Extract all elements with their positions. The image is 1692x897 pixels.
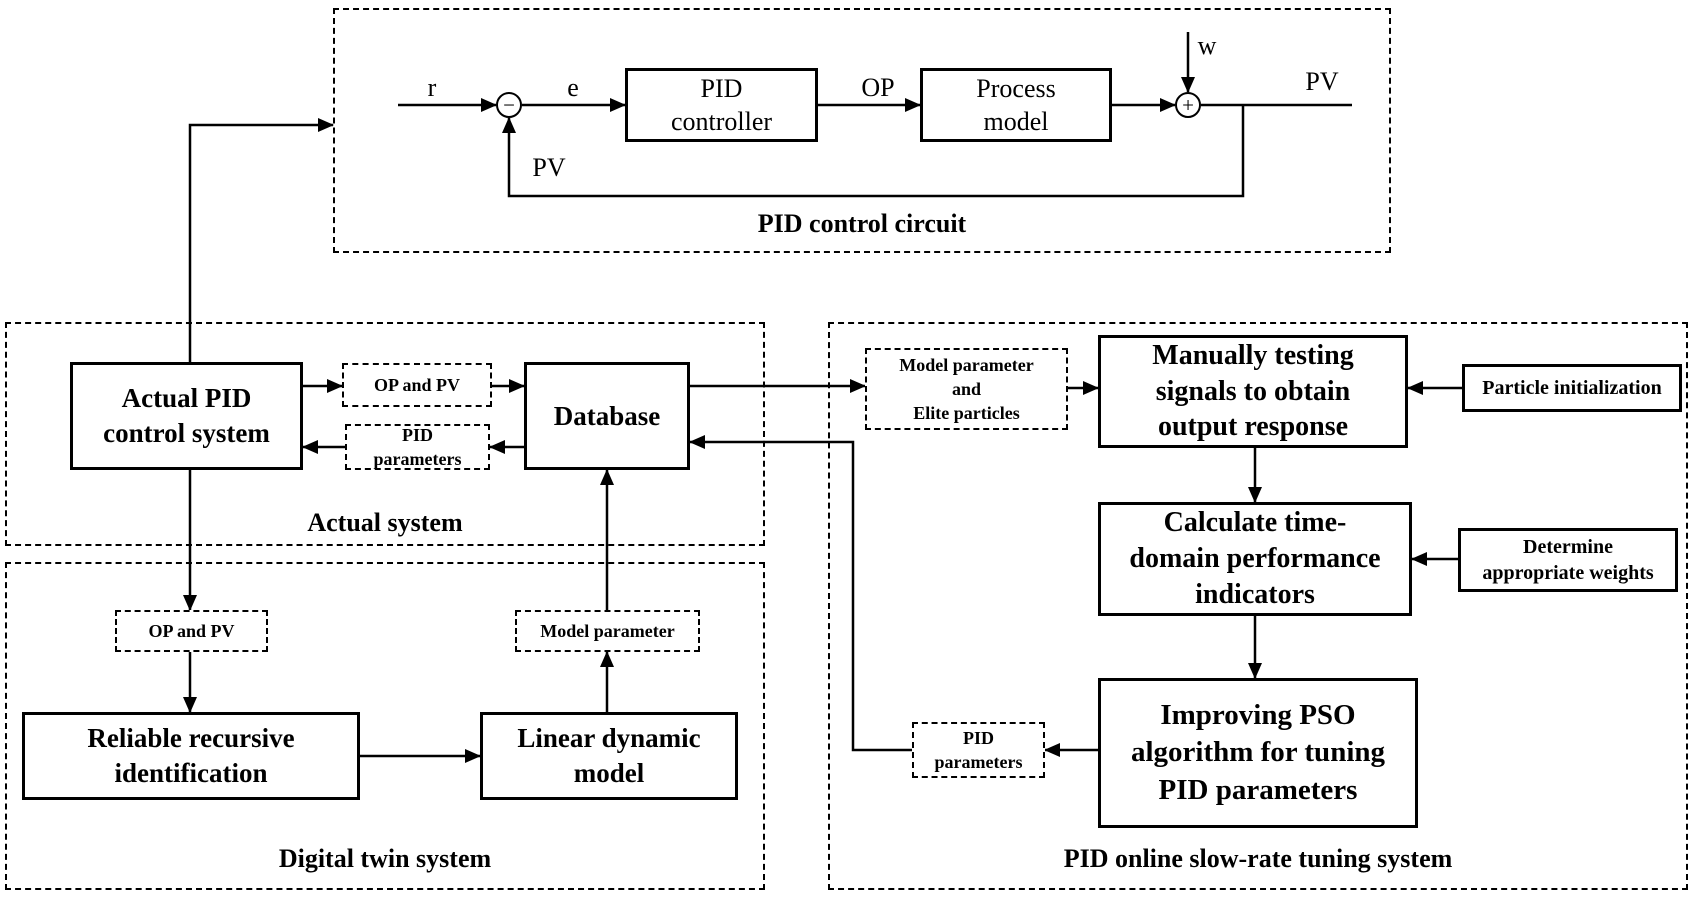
- reliable-recursive-identification-block: Reliable recursive identification: [22, 712, 360, 800]
- pid-tuning-system-box: PID online slow-rate tuning system: [828, 322, 1688, 890]
- pid-control-circuit-box: PID control circuit: [333, 8, 1391, 253]
- digital-twin-system-box: Digital twin system: [5, 562, 765, 890]
- manually-testing-block: Manually testing signals to obtain outpu…: [1098, 335, 1408, 448]
- op-and-pv-tag-twin: OP and PV: [115, 610, 268, 652]
- digital-twin-system-title: Digital twin system: [278, 844, 492, 873]
- model-parameter-elite-particles-tag: Model parameter and Elite particles: [865, 348, 1068, 430]
- process-model-block: Process model: [920, 68, 1112, 142]
- error-label: e: [567, 73, 579, 102]
- database-block: Database: [524, 362, 690, 470]
- actual-pid-control-system-block: Actual PID control system: [70, 362, 303, 470]
- actual-system-title: Actual system: [307, 508, 463, 537]
- pid-tuning-system-title: PID online slow-rate tuning system: [1063, 844, 1453, 873]
- pid-parameters-tag-actual: PID parameters: [345, 424, 490, 470]
- linear-dynamic-model-block: Linear dynamic model: [480, 712, 738, 800]
- setpoint-label: r: [427, 73, 437, 102]
- arrow-actual-pid-to-circuit: [188, 118, 334, 362]
- pid-control-circuit-title: PID control circuit: [757, 209, 967, 238]
- arrow-pv-feedback: [502, 105, 1245, 198]
- model-parameter-tag: Model parameter: [515, 610, 700, 652]
- time-domain-indicators-block: Calculate time- domain performance indic…: [1098, 502, 1412, 616]
- sum-junction-minus: −: [496, 92, 522, 118]
- plus-sign: +: [1182, 92, 1194, 117]
- sum-junction-plus: +: [1175, 92, 1201, 118]
- pv-feedback-label: PV: [532, 153, 566, 182]
- improving-pso-block: Improving PSO algorithm for tuning PID p…: [1098, 678, 1418, 828]
- minus-sign: −: [503, 92, 515, 117]
- arrow-tuning-pidparams-to-database: [689, 435, 912, 752]
- pv-output-label: PV: [1305, 67, 1339, 96]
- determine-weights-block: Determine appropriate weights: [1458, 528, 1678, 592]
- op-and-pv-tag-actual: OP and PV: [342, 363, 492, 407]
- particle-initialization-block: Particle initialization: [1462, 364, 1682, 412]
- disturbance-label: w: [1197, 31, 1217, 60]
- pid-controller-block: PID controller: [625, 68, 818, 142]
- pid-parameters-tag-tuning: PID parameters: [912, 722, 1045, 778]
- actual-system-box: Actual system: [5, 322, 765, 546]
- op-label: OP: [861, 73, 895, 102]
